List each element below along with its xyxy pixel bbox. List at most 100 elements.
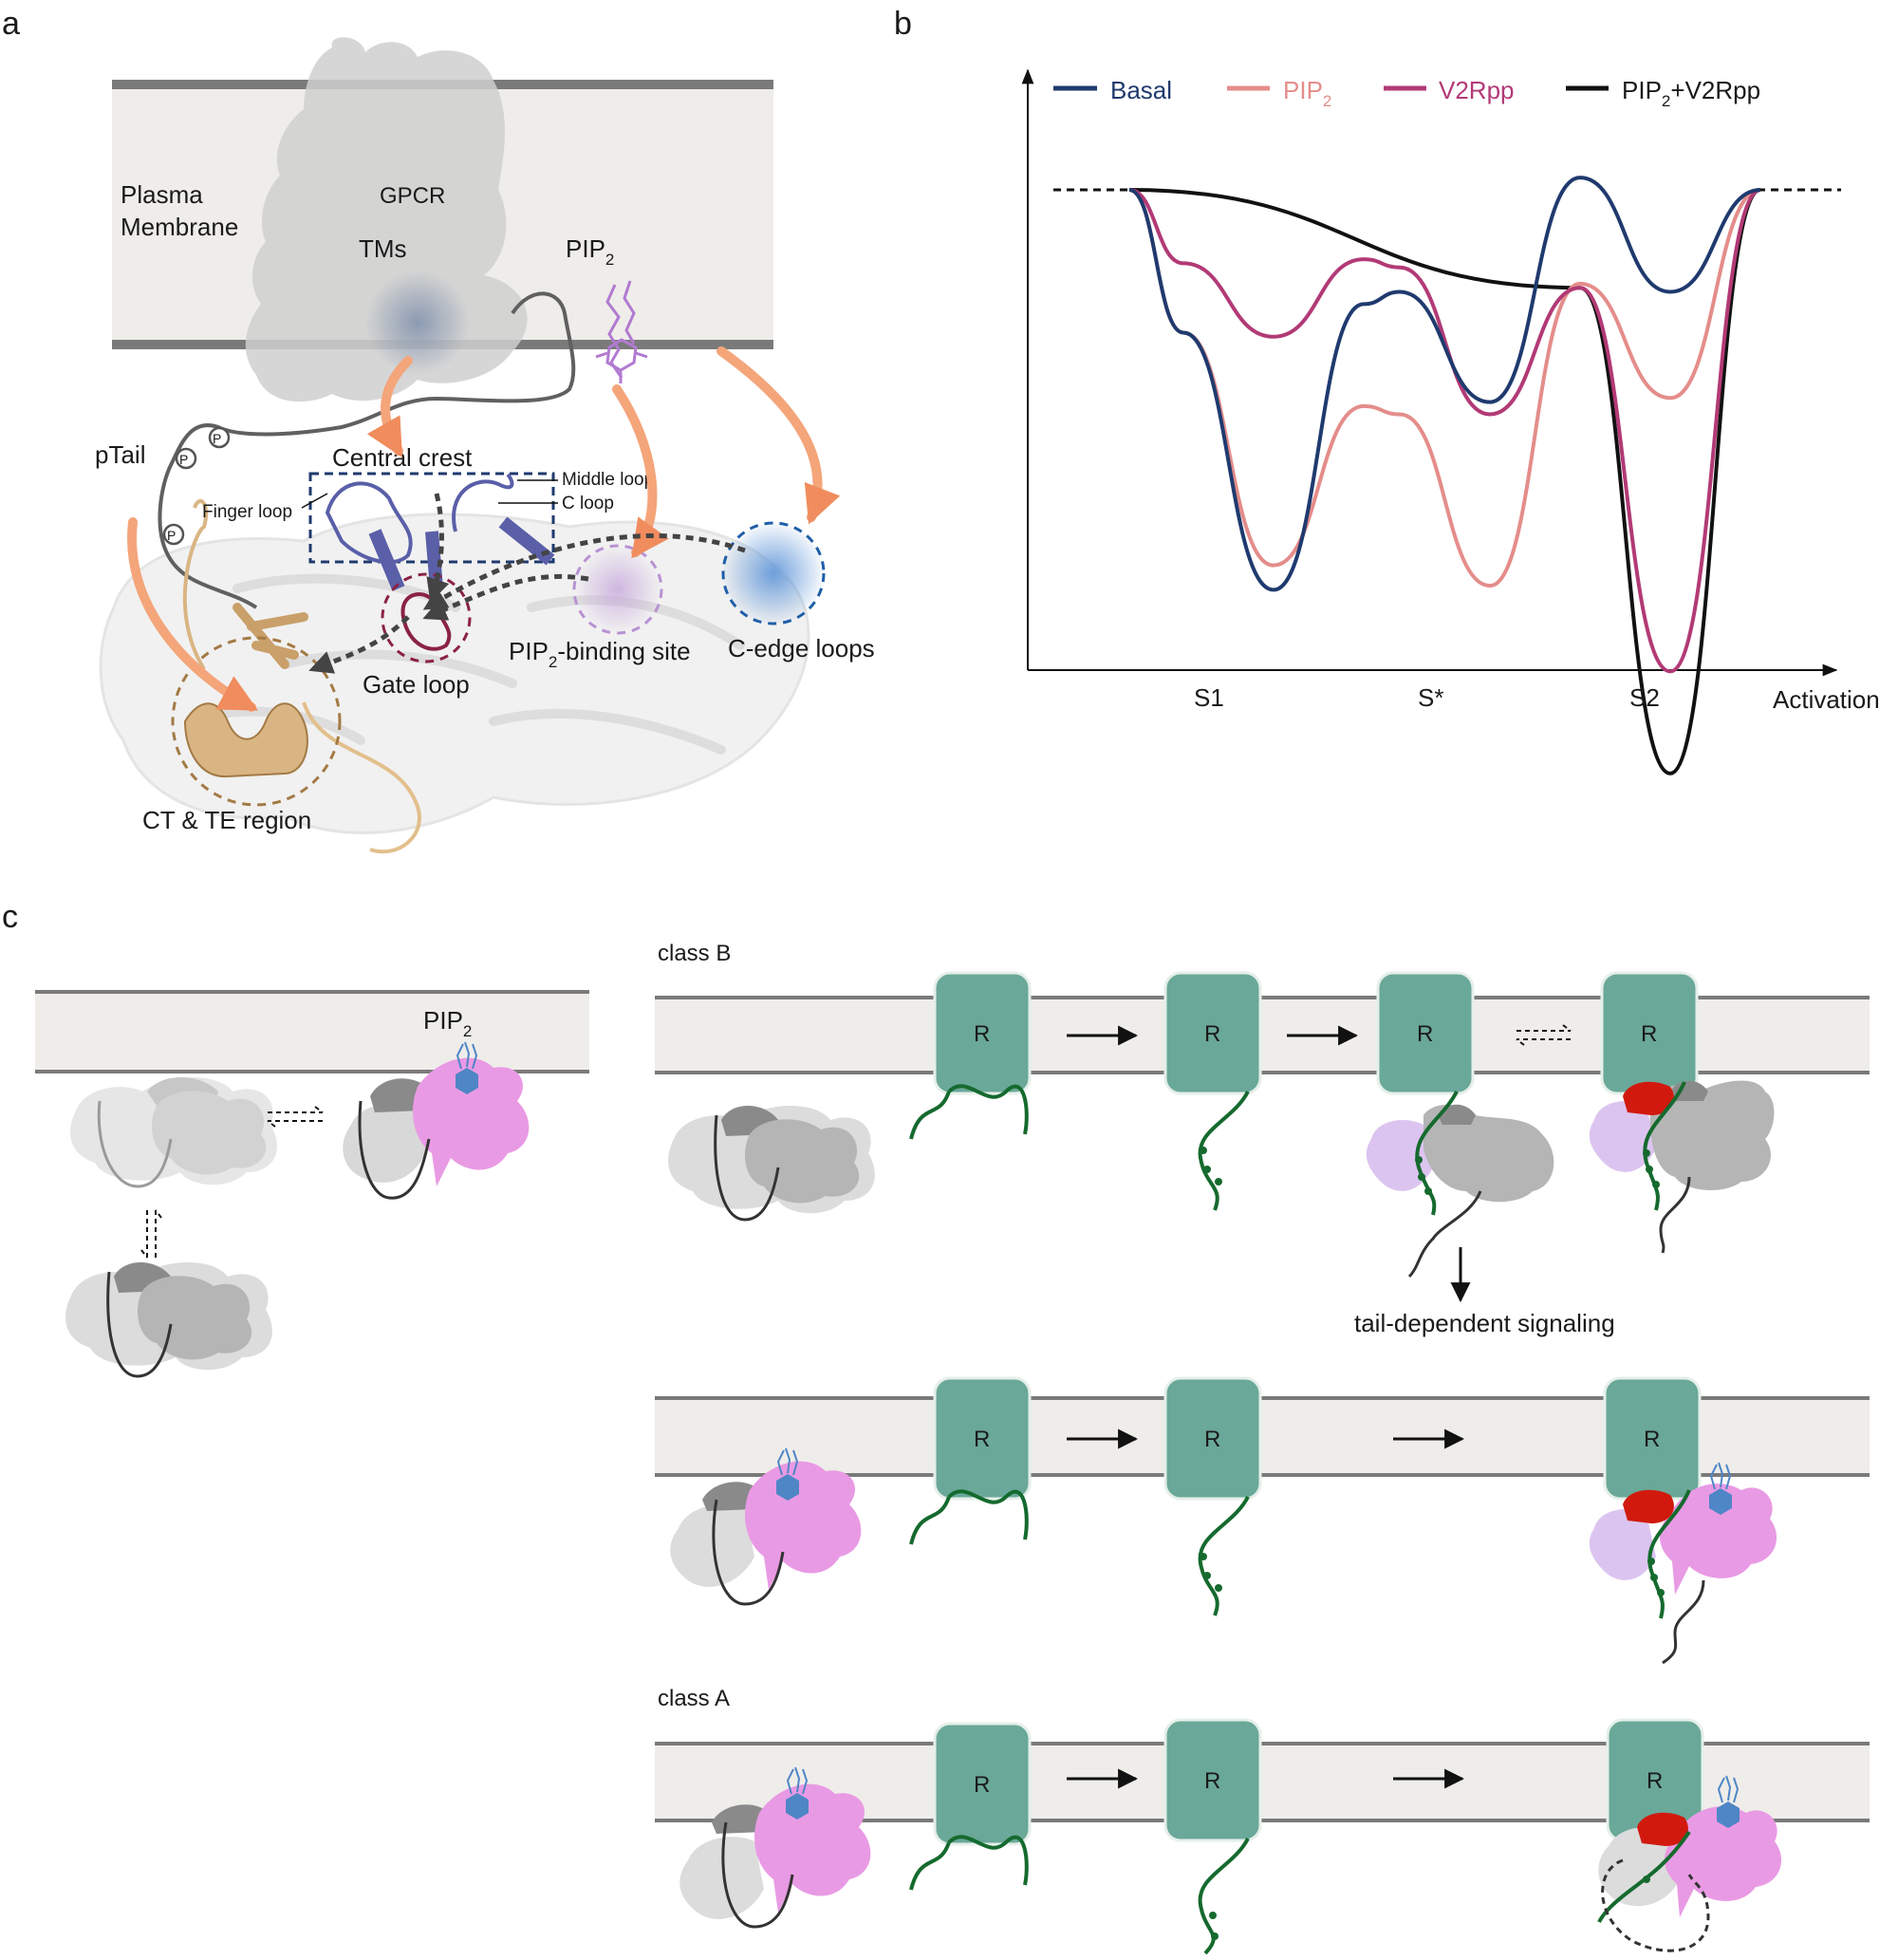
equilibrium-arrow-b3	[1516, 1024, 1572, 1046]
pip2-binding-label: PIP2-binding site	[509, 637, 691, 671]
curve-pip2	[1128, 188, 1761, 588]
legend-item-pip2: PIP2	[1227, 76, 1331, 110]
panel-c-letter: c	[2, 899, 18, 935]
x-axis-label: Activation	[1773, 685, 1880, 714]
gpcr-label: GPCR	[380, 183, 445, 209]
gate-loop-label: Gate loop	[363, 670, 470, 699]
equilibrium-arrow-vertical	[140, 1209, 162, 1259]
gpcr-surface	[245, 37, 528, 402]
receptor-label: R	[974, 1021, 990, 1047]
legend-label-v2rpp: V2Rpp	[1439, 76, 1515, 104]
receptor-label: R	[1204, 1021, 1220, 1047]
equilibrium-arrow-horizontal	[267, 1106, 324, 1128]
tick-label-sstar: S*	[1418, 683, 1443, 712]
membrane-left	[35, 990, 589, 1073]
pip2-binding-sub: 2	[549, 653, 557, 671]
panel-b: b S1 S* S2 Activation Basal PIP2 V2Rpp	[894, 6, 1880, 775]
legend-label-pip2-main: PIP	[1283, 76, 1323, 104]
phospho-site	[162, 523, 185, 546]
pip2-label-c: PIP2	[423, 1006, 472, 1040]
receptor-label: R	[1417, 1021, 1433, 1047]
central-crest-box	[308, 472, 555, 564]
legend-label-basal: Basal	[1110, 76, 1172, 104]
receptor-label: R	[974, 1772, 990, 1798]
ct-te-region	[171, 499, 421, 854]
finger-loop-leader	[301, 493, 328, 509]
receptor-m3: R	[1589, 1376, 1777, 1665]
receptor-label: R	[974, 1427, 990, 1452]
allosteric-arrows	[127, 346, 841, 712]
legend-item-pip2-v2rpp: PIP2+V2Rpp	[1566, 76, 1760, 110]
arrestin-class-b-basal	[668, 1106, 875, 1222]
phospho-label: P	[179, 452, 188, 467]
tick-label-s1: S1	[1194, 683, 1224, 712]
arrestin-pip2-bound-left	[343, 1041, 530, 1200]
arrestin-pip2-class-a	[679, 1766, 871, 1929]
ptail-line	[158, 291, 576, 609]
class-a-label: class A	[658, 1686, 730, 1711]
phospho-site	[208, 426, 231, 449]
pip2-binding-main: PIP	[509, 637, 549, 665]
pip2-label-sub: 2	[605, 251, 614, 269]
legend-label-pip2-v2rpp-sub: 2	[1662, 92, 1670, 110]
pip2-binding-site	[572, 544, 663, 635]
panel-c: c P	[2, 899, 1870, 1955]
receptor-m1: R	[909, 1376, 1032, 1545]
pip2-label-c-sub: 2	[463, 1022, 472, 1040]
finger-loop-label: Finger loop	[202, 502, 292, 522]
ptail-label: pTail	[95, 440, 145, 469]
phospho-label: P	[167, 528, 176, 543]
ct-te-label: CT & TE region	[142, 806, 311, 834]
arrestin-inactive-light	[70, 1077, 277, 1188]
pip2-label-c-main: PIP	[423, 1006, 463, 1035]
pip2-label-main: PIP	[566, 234, 605, 263]
gate-loop	[381, 572, 472, 663]
curve-basal	[1128, 176, 1761, 592]
receptor-a2: R	[1163, 1718, 1262, 1955]
pip2-binding-post: -binding site	[557, 637, 690, 665]
c-edge-loops	[721, 521, 826, 625]
class-b-label: class B	[658, 941, 731, 966]
legend-label-pip2-v2rpp-post: +V2Rpp	[1670, 76, 1760, 104]
legend-item-basal: Basal	[1053, 76, 1172, 104]
middle-loop-label: Middle loop	[562, 470, 654, 490]
tms-label: TMs	[359, 234, 407, 263]
arrestin-inactive-bottom	[65, 1262, 272, 1378]
energy-curves	[1128, 176, 1761, 775]
receptor-m2: R	[1163, 1376, 1262, 1616]
membrane-label: Membrane	[121, 213, 238, 241]
receptor-label: R	[1204, 1768, 1220, 1794]
receptor-a1: R	[909, 1722, 1032, 1891]
receptor-b3: R	[1366, 971, 1554, 1279]
central-crest-label: Central crest	[332, 443, 473, 472]
receptor-b4: R	[1589, 971, 1775, 1254]
c-edge-label: C-edge loops	[728, 634, 875, 663]
receptor-a3: R	[1597, 1718, 1782, 1952]
receptor-b2: R	[1163, 971, 1262, 1211]
curve-v2rpp	[1128, 188, 1761, 674]
phospho-sites: P P P	[162, 426, 231, 546]
curve-pip2-v2rpp	[1128, 188, 1761, 775]
pip2-label: PIP2	[566, 234, 614, 269]
legend-label-pip2-sub: 2	[1323, 92, 1331, 110]
pip2-molecule	[595, 280, 648, 383]
tail-signaling-label: tail-dependent signaling	[1354, 1309, 1615, 1337]
panel-a: a Plasma Membrane GPCR TMs PIP2	[2, 6, 875, 854]
legend: Basal PIP2 V2Rpp PIP2+V2Rpp	[1053, 76, 1760, 110]
legend-label-pip2-v2rpp-main: PIP	[1622, 76, 1662, 104]
receptor-b1: R	[909, 971, 1032, 1140]
receptor-label: R	[1647, 1768, 1663, 1794]
receptor-label: R	[1641, 1021, 1657, 1047]
phospho-label: P	[213, 431, 221, 446]
legend-item-v2rpp: V2Rpp	[1384, 76, 1515, 104]
panel-a-letter: a	[2, 6, 20, 42]
coupling-arrows	[308, 493, 746, 674]
panel-b-letter: b	[894, 6, 912, 42]
c-loop-label: C loop	[562, 494, 614, 513]
receptor-label: R	[1644, 1427, 1660, 1452]
legend-label-pip2-v2rpp: PIP2+V2Rpp	[1622, 76, 1760, 110]
phospho-site	[175, 447, 197, 470]
legend-label-pip2: PIP2	[1283, 76, 1331, 110]
plasma-label: Plasma	[121, 180, 203, 209]
